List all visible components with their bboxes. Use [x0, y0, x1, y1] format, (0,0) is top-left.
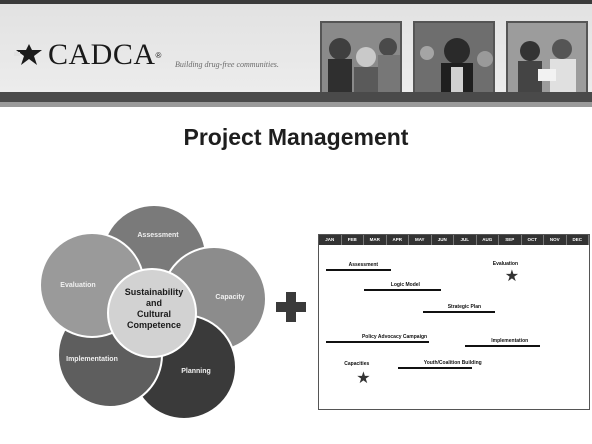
photo-presenters	[506, 21, 588, 97]
gantt-task-label: Logic Model	[390, 282, 420, 288]
month-jul: JUL	[454, 235, 477, 245]
segment-label-assessment: Assessment	[137, 232, 179, 239]
month-feb: FEB	[342, 235, 364, 245]
gantt-task-label: Implementation	[491, 338, 529, 344]
segment-label-capacity: Capacity	[215, 294, 244, 301]
strategic-prevention-cycle-diagram: Assessment Capacity Planning Implementat…	[39, 204, 267, 420]
gantt-task-bar	[397, 367, 472, 369]
month-sep: SEP	[499, 235, 522, 245]
plus-icon	[276, 292, 306, 322]
month-dec: DEC	[567, 235, 589, 245]
header-divider-stripe	[0, 102, 592, 107]
gantt-milestone-label: Capacities	[344, 361, 370, 367]
segment-label-implementation: Implementation	[66, 356, 118, 363]
header-divider-band	[0, 92, 592, 102]
center-label-line-4: Competence	[127, 320, 181, 330]
gantt-milestone-label: Evaluation	[492, 261, 519, 267]
logo-text: CADCA	[48, 38, 156, 71]
gantt-task-bar	[465, 345, 540, 347]
month-jan: JAN	[319, 235, 342, 245]
center-circle	[107, 268, 197, 358]
center-label-line-2: and	[146, 298, 162, 308]
gantt-task-label: Strategic Plan	[447, 304, 482, 310]
header-banner: CADCA® Building drug-free communities.	[0, 0, 592, 97]
gantt-task-label: Assessment	[348, 262, 379, 268]
center-label-line-3: Cultural	[137, 309, 171, 319]
segment-label-planning: Planning	[181, 368, 211, 375]
cadca-logo[interactable]: CADCA®	[14, 38, 161, 72]
month-jun: JUN	[432, 235, 454, 245]
gantt-task-bar	[364, 289, 441, 291]
month-may: MAY	[409, 235, 432, 245]
gantt-task-label: Policy Advocacy Campaign	[361, 334, 428, 340]
gantt-task-bar	[422, 311, 495, 313]
center-label-line-1: Sustainability	[125, 287, 184, 297]
segment-label-evaluation: Evaluation	[60, 282, 95, 289]
registered-mark: ®	[155, 50, 162, 60]
page-title: Project Management	[183, 124, 409, 150]
month-mar: MAR	[364, 235, 387, 245]
month-apr: APR	[387, 235, 409, 245]
gantt-task-label: Youth/Coalition Building	[423, 360, 482, 366]
tagline: Building drug-free communities.	[175, 60, 279, 69]
star-logo-icon	[14, 44, 42, 65]
month-aug: AUG	[477, 235, 499, 245]
photo-group-meeting	[320, 21, 402, 97]
month-nov: NOV	[544, 235, 567, 245]
month-oct: OCT	[522, 235, 544, 245]
photo-speaker	[413, 21, 495, 97]
gantt-task-bar	[325, 341, 430, 343]
gantt-task-bar	[325, 269, 391, 271]
milestone-star-icon: ★	[504, 268, 520, 285]
milestone-star-icon: ★	[356, 370, 371, 387]
